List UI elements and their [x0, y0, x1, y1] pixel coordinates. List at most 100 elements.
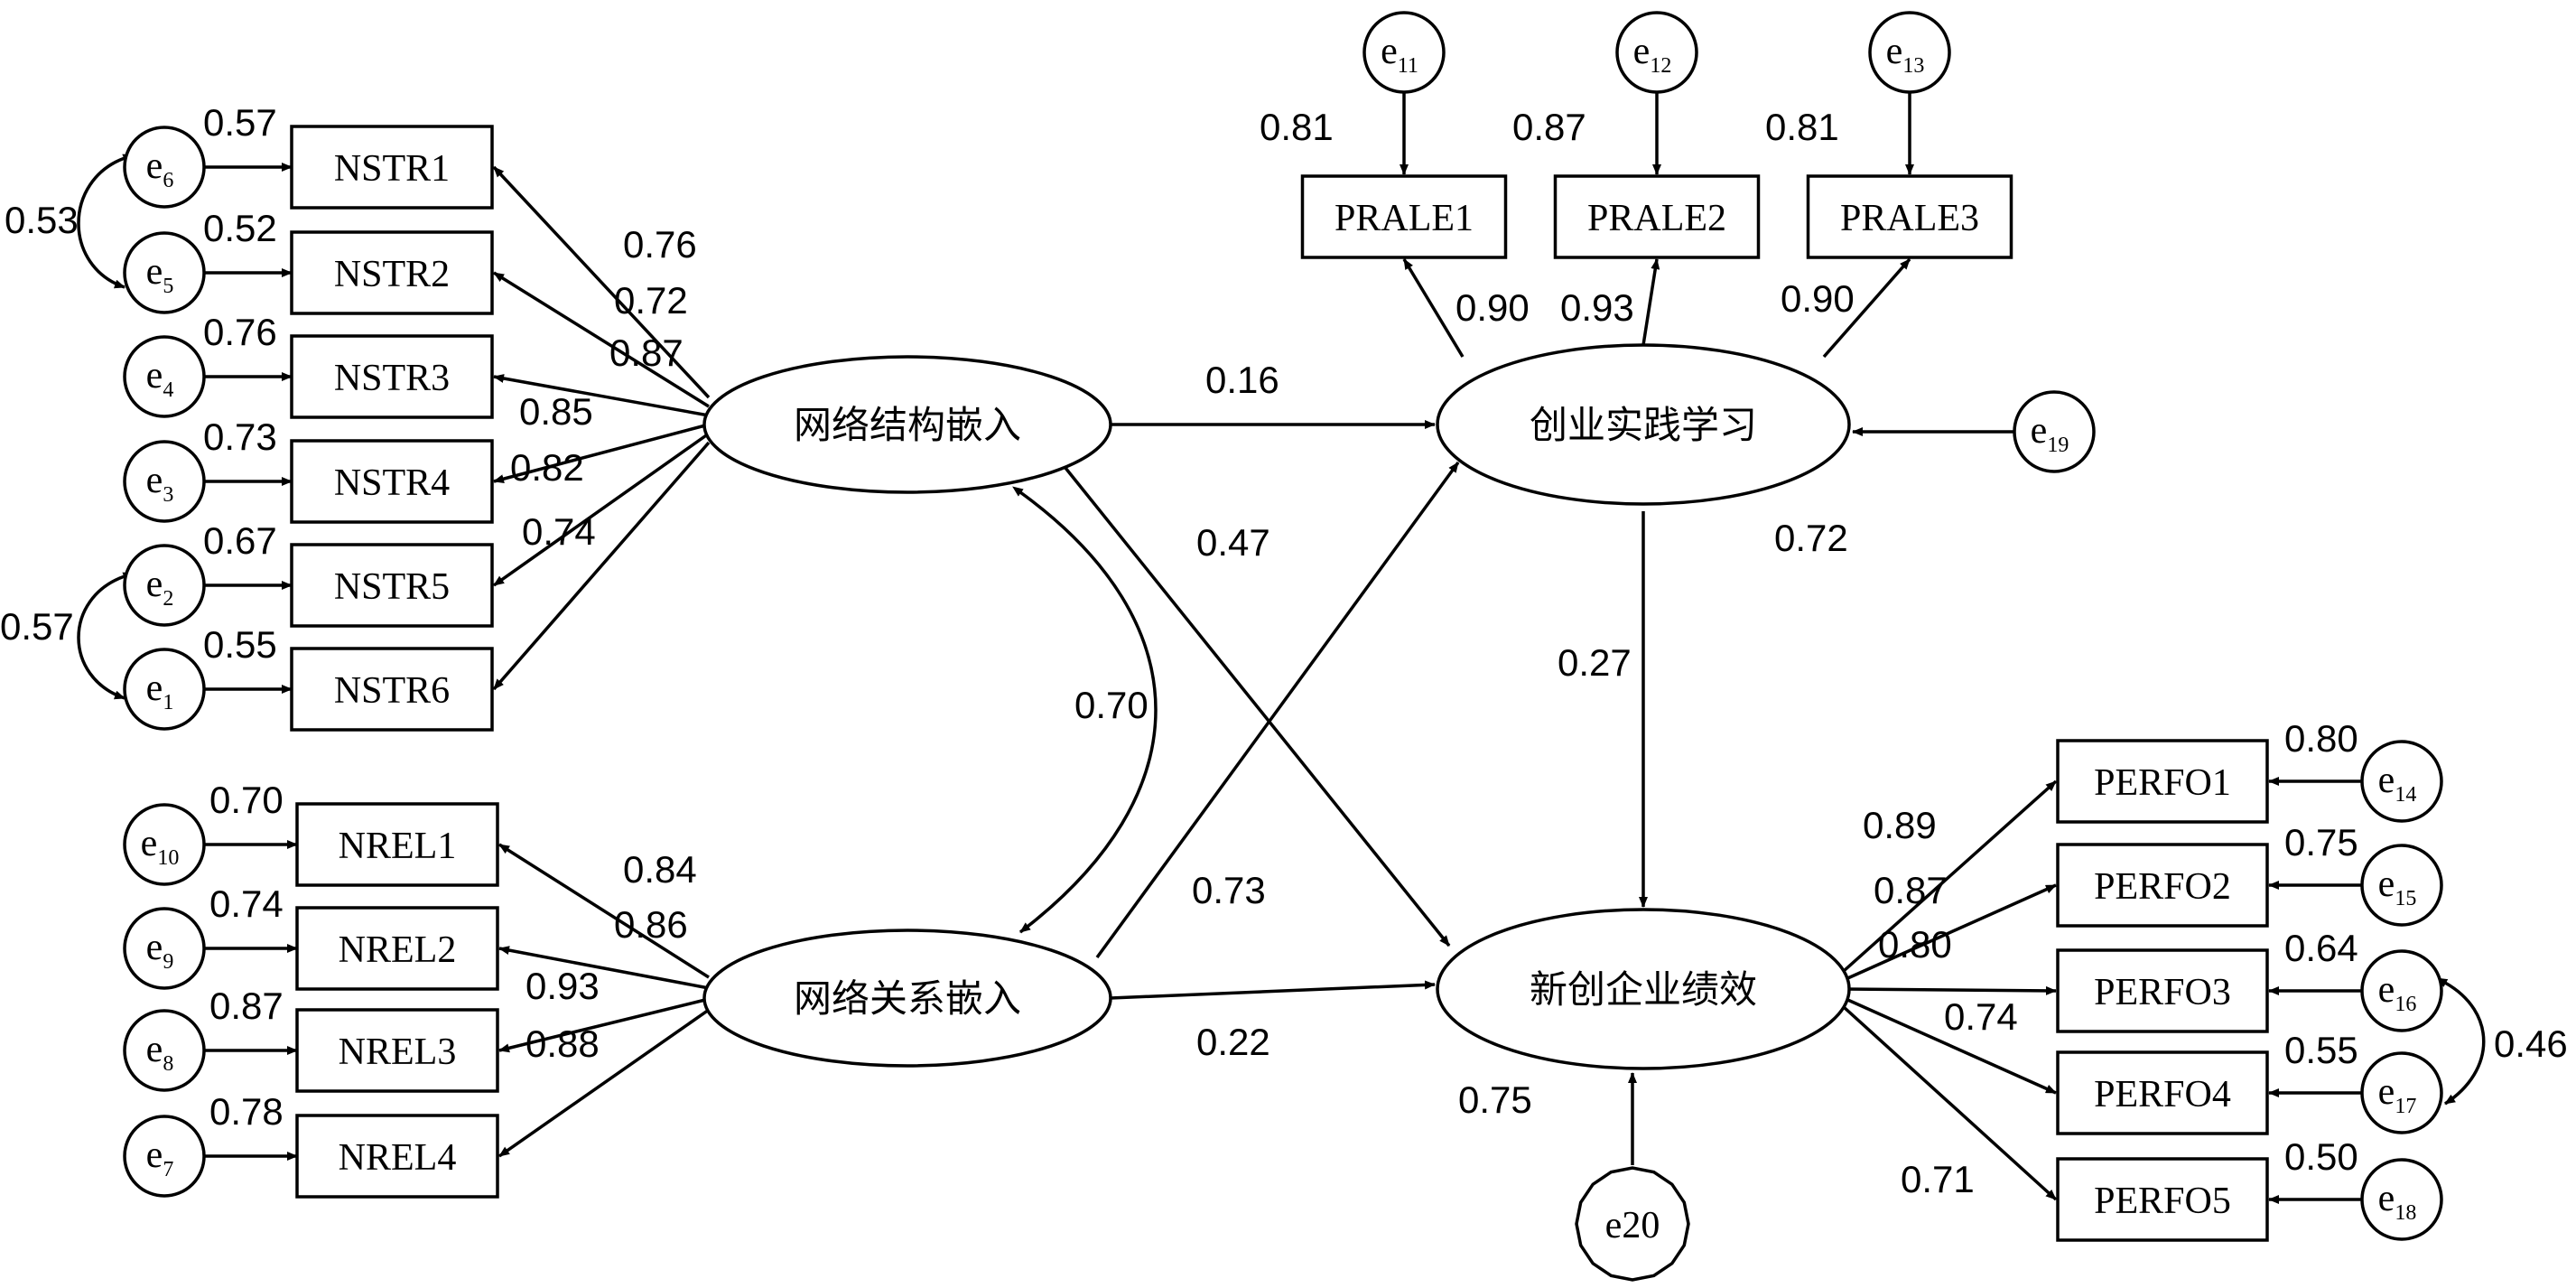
- loading-path-prale1: [1402, 258, 1465, 358]
- indicator-nstr6: [290, 647, 494, 732]
- loading-path-perfo5: [1842, 1005, 2058, 1201]
- disturbance-circle-e19: [2013, 390, 2096, 473]
- loading-path-nrel3: [498, 997, 710, 1053]
- indicator-nrel3-label: NREL3: [339, 1031, 457, 1073]
- latent-new-venture-performance: [1436, 908, 1851, 1070]
- error-circle-nrel3: [123, 1009, 206, 1092]
- error-circle-nstr6: [123, 648, 206, 731]
- r2-prale1: 0.81: [1260, 106, 1334, 148]
- loading-label-perfo2: 0.87: [1874, 869, 1948, 911]
- error-cov-label-e16-e17: 0.46: [2494, 1022, 2568, 1065]
- indicator-nstr2-label: NSTR2: [334, 254, 450, 295]
- latent-entrepreneurial-practice-learning-label: 创业实践学习: [1530, 403, 1757, 447]
- loading-label-nstr3: 0.87: [609, 331, 684, 374]
- error-cov-label-e2-e1: 0.57: [0, 605, 74, 648]
- error-circle-prale1-label: e11: [1381, 31, 1418, 78]
- indicator-nrel4-label: NREL4: [339, 1137, 457, 1179]
- r2-nstr2: 0.52: [203, 207, 277, 249]
- indicator-perfo4: [2056, 1050, 2269, 1135]
- error-circle-nstr4: [123, 440, 206, 523]
- error-circle-nstr1: [123, 126, 206, 209]
- error-circle-nrel2: [123, 907, 206, 990]
- coef-nse-nre-cov: 0.70: [1074, 684, 1149, 726]
- loading-path-perfo2: [1843, 883, 2057, 982]
- indicator-perfo1: [2056, 739, 2269, 824]
- error-circle-nrel1: [123, 803, 206, 886]
- indicator-nrel2-label: NREL2: [339, 929, 457, 971]
- indicator-nstr3: [290, 334, 494, 419]
- indicator-perfo5-label: PERFO5: [2094, 1181, 2231, 1222]
- loading-path-prale2: [1641, 258, 1660, 346]
- error-circle-perfo2-label: e15: [2378, 863, 2417, 910]
- loading-label-nrel2: 0.86: [614, 903, 688, 946]
- loading-label-prale2: 0.93: [1560, 286, 1634, 329]
- disturbance-circle-e20: [1575, 1166, 1690, 1282]
- latent-network-structure-embedding-label: 网络结构嵌入: [794, 403, 1021, 447]
- loading-label-nstr1: 0.76: [623, 223, 697, 266]
- indicator-prale1-label: PRALE1: [1334, 198, 1474, 239]
- error-circle-perfo2: [2360, 844, 2443, 927]
- loading-path-nstr1: [492, 165, 711, 399]
- latent-entrepreneurial-practice-learning: [1436, 343, 1851, 506]
- r2-eps: 0.72: [1774, 517, 1848, 559]
- loading-label-nstr2: 0.72: [614, 279, 688, 322]
- loading-label-nstr5: 0.82: [510, 446, 584, 489]
- indicator-nrel1-label: NREL1: [339, 826, 457, 867]
- loading-path-perfo4: [1843, 996, 2057, 1095]
- loading-path-prale3: [1822, 257, 1911, 359]
- loading-label-prale1: 0.90: [1455, 286, 1530, 329]
- error-circle-nstr1-label: e6: [146, 145, 174, 192]
- error-circle-perfo3-label: e16: [2378, 969, 2417, 1016]
- error-circle-nrel2-label: e9: [146, 927, 174, 974]
- indicator-perfo2-label: PERFO2: [2094, 866, 2231, 908]
- r2-nrel4: 0.78: [209, 1090, 284, 1133]
- error-circle-nstr5: [123, 544, 206, 627]
- r2-perfo4: 0.55: [2284, 1029, 2358, 1071]
- latent-network-relationship-embedding: [702, 929, 1112, 1068]
- loading-label-nrel1: 0.84: [623, 848, 697, 891]
- indicator-nrel1: [295, 802, 499, 887]
- error-cov-e6-e5: [77, 154, 135, 289]
- indicator-nstr1: [290, 125, 494, 210]
- error-circle-nrel1-label: e10: [141, 823, 180, 870]
- loading-path-perfo3: [1843, 985, 2057, 995]
- r2-prale2: 0.87: [1512, 106, 1586, 148]
- indicator-nstr3-label: NSTR3: [334, 358, 450, 399]
- indicator-nrel2: [295, 906, 499, 991]
- loading-path-nrel1: [498, 843, 710, 979]
- loading-path-nstr3: [493, 374, 710, 417]
- loading-path-perfo1: [1842, 779, 2058, 973]
- indicator-nstr2: [290, 230, 494, 315]
- loading-label-perfo4: 0.74: [1944, 995, 2018, 1038]
- indicator-perfo3: [2056, 948, 2269, 1033]
- indicator-prale1: [1300, 174, 1508, 259]
- loading-label-prale3: 0.90: [1781, 277, 1855, 320]
- error-circle-nrel4: [123, 1115, 206, 1198]
- coef-eps-perf: 0.27: [1558, 641, 1632, 684]
- path-nre-to-perf: [1110, 980, 1436, 1000]
- error-circle-nstr3-label: e4: [146, 355, 174, 402]
- r2-perfo1: 0.80: [2284, 717, 2358, 760]
- r2-nstr4: 0.73: [203, 415, 277, 458]
- r2-nrel2: 0.74: [209, 882, 284, 925]
- error-circle-perfo4-label: e17: [2378, 1071, 2417, 1118]
- loading-path-nstr6: [492, 441, 711, 691]
- path-nse-to-perf: [1064, 466, 1451, 947]
- indicator-prale2-label: PRALE2: [1587, 198, 1726, 239]
- error-circle-nstr3: [123, 335, 206, 418]
- error-cov-label-e6-e5: 0.53: [5, 199, 79, 241]
- error-circle-nstr6-label: e1: [146, 667, 174, 714]
- error-circle-perfo4: [2360, 1051, 2443, 1134]
- indicator-nrel3: [295, 1008, 499, 1093]
- r2-nrel1: 0.70: [209, 779, 284, 821]
- latent-network-structure-embedding: [702, 355, 1112, 494]
- r2-perfo2: 0.75: [2284, 821, 2358, 863]
- r2-prale3: 0.81: [1765, 106, 1839, 148]
- error-circle-prale2-label: e12: [1633, 31, 1672, 78]
- error-circle-prale1: [1362, 11, 1446, 94]
- loading-path-nstr2: [493, 271, 710, 408]
- cov-nse-nre: [1012, 486, 1158, 934]
- r2-nrel3: 0.87: [209, 985, 284, 1027]
- coef-nre-perf: 0.22: [1196, 1021, 1270, 1063]
- error-circle-perfo5: [2360, 1158, 2443, 1241]
